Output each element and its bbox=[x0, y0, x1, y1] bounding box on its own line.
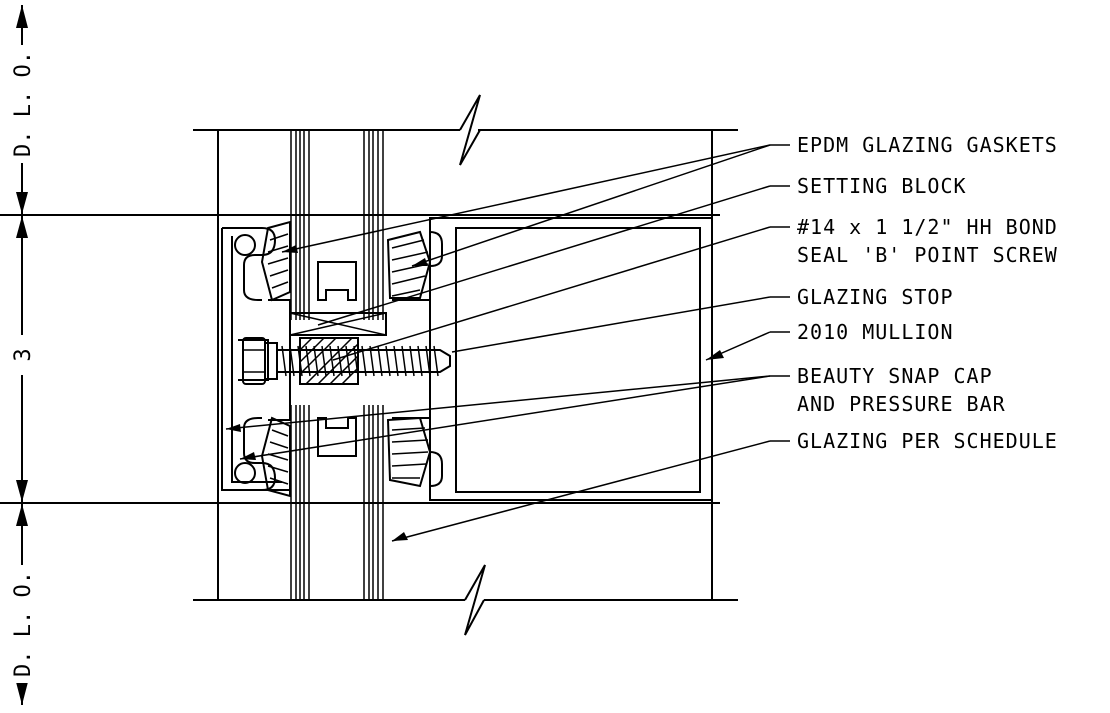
dim-text-mask-top bbox=[8, 45, 36, 163]
arrow-2b bbox=[16, 504, 28, 526]
gaskets bbox=[260, 220, 432, 498]
callout-mullion: 2010 MULLION bbox=[797, 320, 954, 344]
mullion-face-details bbox=[392, 231, 443, 487]
callout-screw-line1: #14 x 1 1/2" HH BOND bbox=[797, 215, 1058, 239]
arrow-1b bbox=[16, 216, 28, 238]
snap-cap-and-pressure-bar bbox=[221, 227, 291, 491]
arrow-bottom bbox=[16, 682, 28, 705]
break-line-top bbox=[459, 94, 481, 166]
dimension-string: D. L. O. 3 D. L. O. bbox=[0, 5, 720, 705]
callout-screw-line2: SEAL 'B' POINT SCREW bbox=[797, 243, 1058, 267]
gasket-bottom-left bbox=[260, 416, 291, 498]
arrow-1a bbox=[16, 192, 28, 214]
glazing-lites bbox=[290, 130, 384, 600]
frame-outline bbox=[193, 94, 738, 636]
callout-snap-cap-line1: BEAUTY SNAP CAP bbox=[797, 364, 993, 388]
callout-setting-block: SETTING BLOCK bbox=[797, 174, 967, 198]
callout-glazing-stop: GLAZING STOP bbox=[797, 285, 954, 309]
setting-block bbox=[289, 312, 387, 336]
mullion-tube bbox=[429, 217, 713, 501]
dim-label-top: D. L. O. bbox=[11, 51, 36, 157]
dim-label-bottom: D. L. O. bbox=[11, 571, 36, 677]
arrow-top bbox=[16, 5, 28, 28]
break-line-bottom bbox=[464, 564, 486, 636]
gasket-top-right bbox=[386, 230, 432, 299]
dim-text-mask-mid bbox=[8, 335, 36, 375]
screw bbox=[242, 337, 451, 385]
screw-head bbox=[242, 337, 266, 385]
callout-gaskets: EPDM GLAZING GASKETS bbox=[797, 133, 1058, 157]
callout-glazing: GLAZING PER SCHEDULE bbox=[797, 429, 1058, 453]
gasket-top-left bbox=[260, 220, 291, 302]
dim-text-mask-bottom bbox=[8, 565, 36, 683]
ig-spacers bbox=[317, 261, 357, 457]
callout-snap-cap-line2: AND PRESSURE BAR bbox=[797, 392, 1006, 416]
dim-label-middle: 3 bbox=[11, 348, 36, 361]
arrow-2a bbox=[16, 480, 28, 502]
callout-labels: EPDM GLAZING GASKETS SETTING BLOCK #14 x… bbox=[797, 133, 1058, 453]
leader-lines bbox=[225, 144, 790, 542]
